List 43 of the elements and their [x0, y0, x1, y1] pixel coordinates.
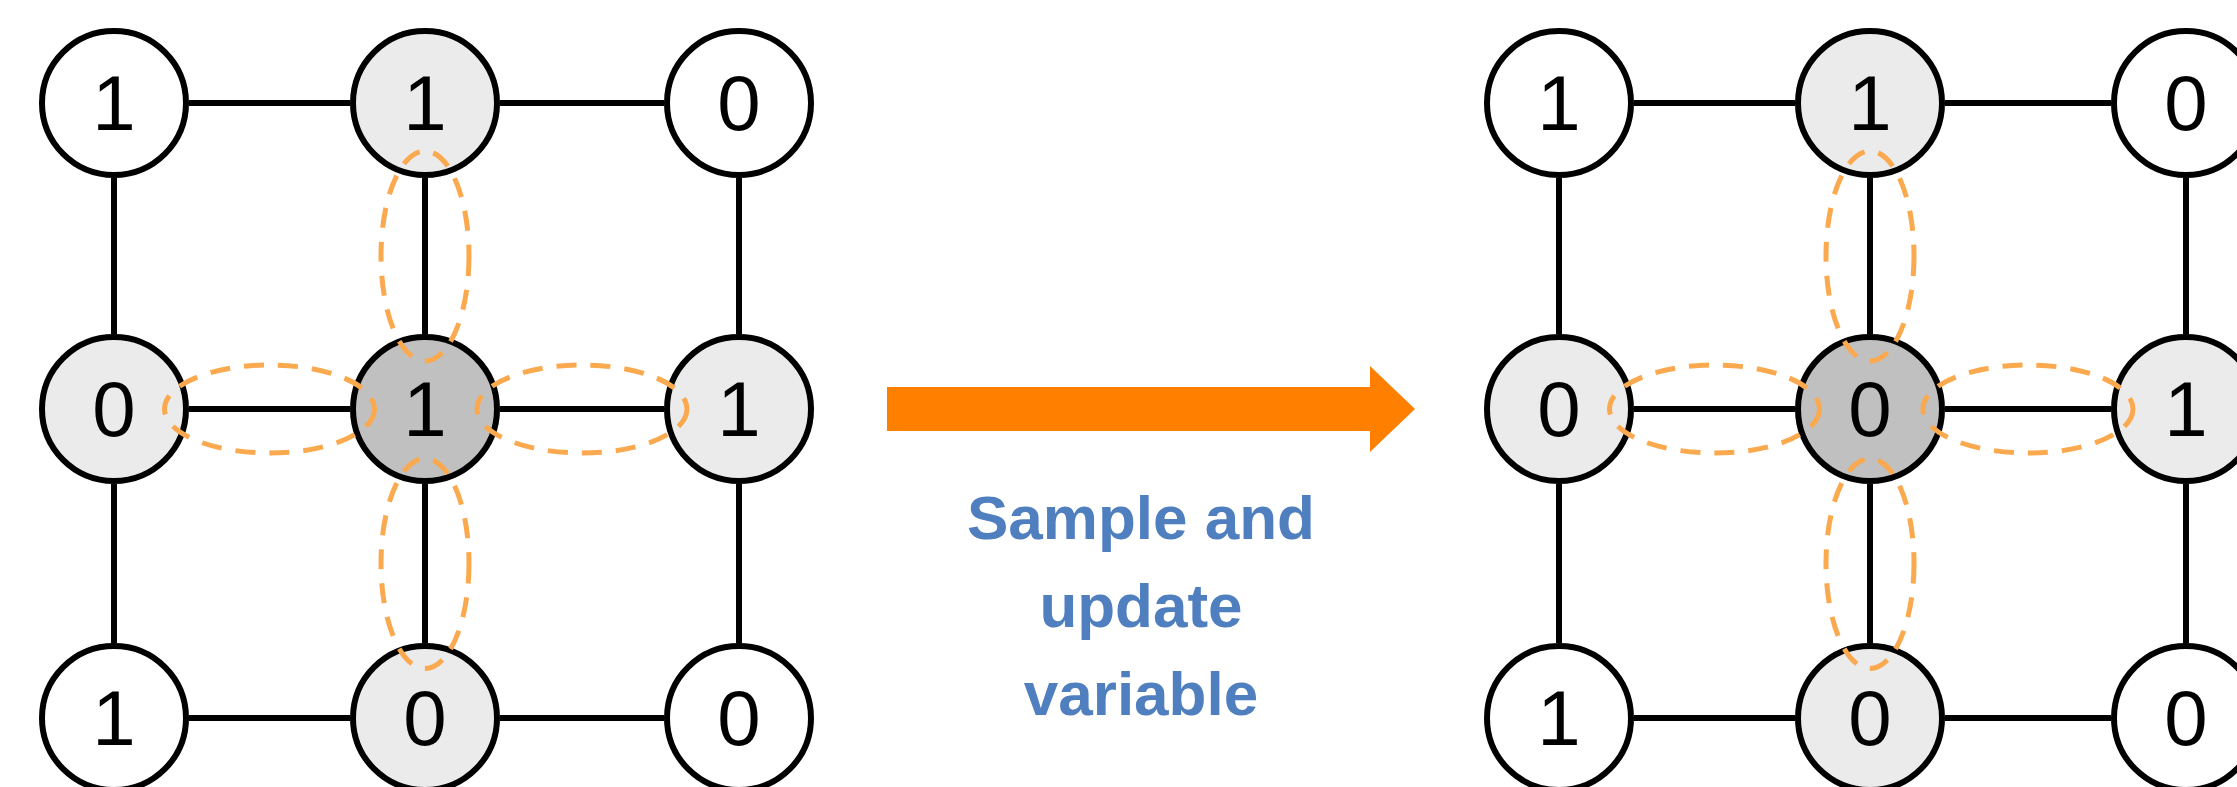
connector-line — [2183, 178, 2189, 334]
variable-value: 1 — [403, 64, 447, 142]
variable-value: 1 — [92, 679, 136, 757]
connector-line — [1556, 178, 1562, 334]
connector-line — [1867, 484, 1873, 643]
connector-line — [1634, 100, 1795, 106]
action-caption: Sample and update variable — [966, 482, 1316, 730]
variable-value: 1 — [403, 370, 447, 448]
variable-value: 0 — [1537, 370, 1581, 448]
connector-line — [111, 484, 117, 643]
connector-line — [2183, 484, 2189, 643]
connector-line — [500, 100, 664, 106]
connector-line — [422, 484, 428, 643]
variable-value: 1 — [717, 370, 761, 448]
connector-line — [422, 178, 428, 334]
variable-value: 0 — [2164, 679, 2208, 757]
connector-line — [736, 484, 742, 643]
connector-line — [736, 178, 742, 334]
connector-line — [1556, 484, 1562, 643]
variable-value: 1 — [1537, 679, 1581, 757]
connector-line — [1634, 715, 1795, 721]
connector-line — [189, 715, 350, 721]
variable-value: 1 — [1537, 64, 1581, 142]
connector-line — [1945, 406, 2111, 412]
connector-line — [111, 178, 117, 334]
connector-line — [1945, 715, 2111, 721]
variable-value: 1 — [2164, 370, 2208, 448]
connector-line — [189, 406, 350, 412]
variable-value: 0 — [1848, 679, 1892, 757]
variable-value: 0 — [403, 679, 447, 757]
connector-line — [1634, 406, 1795, 412]
variable-value: 1 — [92, 64, 136, 142]
variable-value: 0 — [92, 370, 136, 448]
connector-line — [500, 406, 664, 412]
connector-line — [1867, 178, 1873, 334]
connector-line — [500, 715, 664, 721]
connector-line — [189, 100, 350, 106]
variable-value: 0 — [717, 64, 761, 142]
variable-value: 0 — [1848, 370, 1892, 448]
variable-value: 0 — [717, 679, 761, 757]
connector-line — [1945, 100, 2111, 106]
variable-value: 0 — [2164, 64, 2208, 142]
variable-value: 1 — [1848, 64, 1892, 142]
